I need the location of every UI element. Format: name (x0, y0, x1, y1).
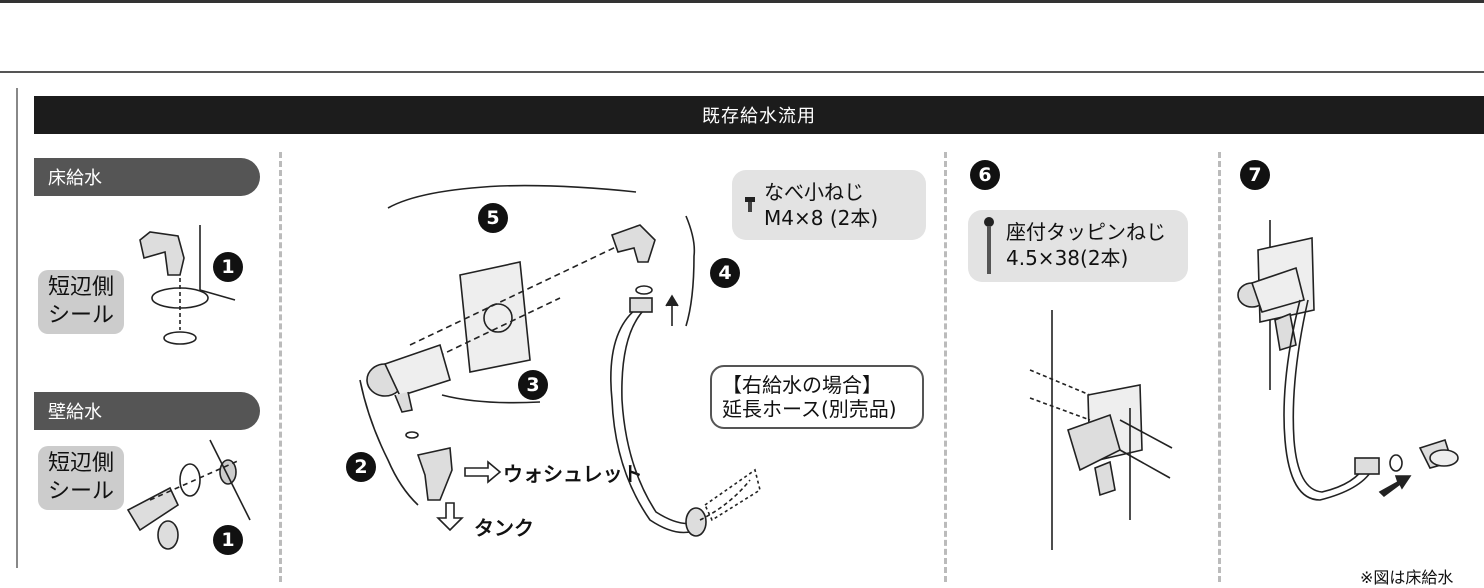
tapping-screw-icon (984, 217, 994, 274)
floor-elbow-icon (139, 225, 236, 345)
supply-hose-icon (610, 215, 761, 537)
banner-title: 既存給水流用 (34, 96, 1484, 134)
tapping-screw-box: 座付タッピンねじ 4.5×38(2本) (968, 210, 1188, 282)
extension-line1: 【右給水の場合】 (722, 373, 882, 397)
step-badge-4: 4 (710, 258, 740, 288)
step-badge-5: 5 (478, 203, 508, 233)
floor-seal-line1: 短辺側 (48, 275, 115, 300)
tank-label: タンク (474, 516, 534, 540)
step-badge-6: 6 (970, 160, 1000, 190)
washlet-label: ウォシュレット (503, 462, 643, 486)
section-divider-1 (279, 152, 282, 582)
pan-screw-box: なべ小ねじ M4×8 (2本) (732, 170, 926, 240)
wall-seal-label: 短辺側 シール (38, 446, 125, 510)
floor-seal-label: 短辺側 シール (38, 270, 125, 334)
pan-screw-line2: M4×8 (2本) (764, 206, 879, 230)
screw-icon (745, 197, 755, 212)
tapping-screw-line2: 4.5×38(2本) (1006, 246, 1129, 270)
step-badge-7: 7 (1240, 160, 1270, 190)
top-border (0, 0, 1484, 3)
footnote: ※図は床給水 (1360, 568, 1454, 587)
header-divider (0, 71, 1484, 73)
wall-elbow-icon (126, 439, 251, 550)
wall-seal-line1: 短辺側 (48, 451, 115, 476)
section-divider-2 (944, 152, 947, 582)
floor-seal-line2: シール (48, 303, 115, 328)
step6-mount-icon (1029, 310, 1173, 550)
wall-supply-tab: 壁給水 (34, 392, 260, 430)
wall-step-badge: 1 (213, 525, 243, 555)
floor-step-badge: 1 (213, 252, 243, 282)
wall-seal-line2: シール (48, 479, 115, 504)
direction-arrows-icon (436, 460, 502, 532)
floor-supply-tab: 床給水 (34, 158, 260, 196)
extension-hose-callout: 【右給水の場合】 延長ホース(別売品) (710, 365, 924, 429)
left-margin-line (16, 88, 18, 568)
section-divider-3 (1218, 152, 1221, 582)
pan-screw-line1: なべ小ねじ (764, 180, 864, 204)
step-badge-3: 3 (518, 370, 548, 400)
step7-complete-icon (1237, 220, 1459, 501)
tapping-screw-line1: 座付タッピンねじ (1006, 220, 1166, 244)
extension-line2: 延長ホース(別売品) (722, 397, 897, 421)
step-badge-2: 2 (346, 452, 376, 482)
bracket-assembly-icon (359, 184, 637, 506)
